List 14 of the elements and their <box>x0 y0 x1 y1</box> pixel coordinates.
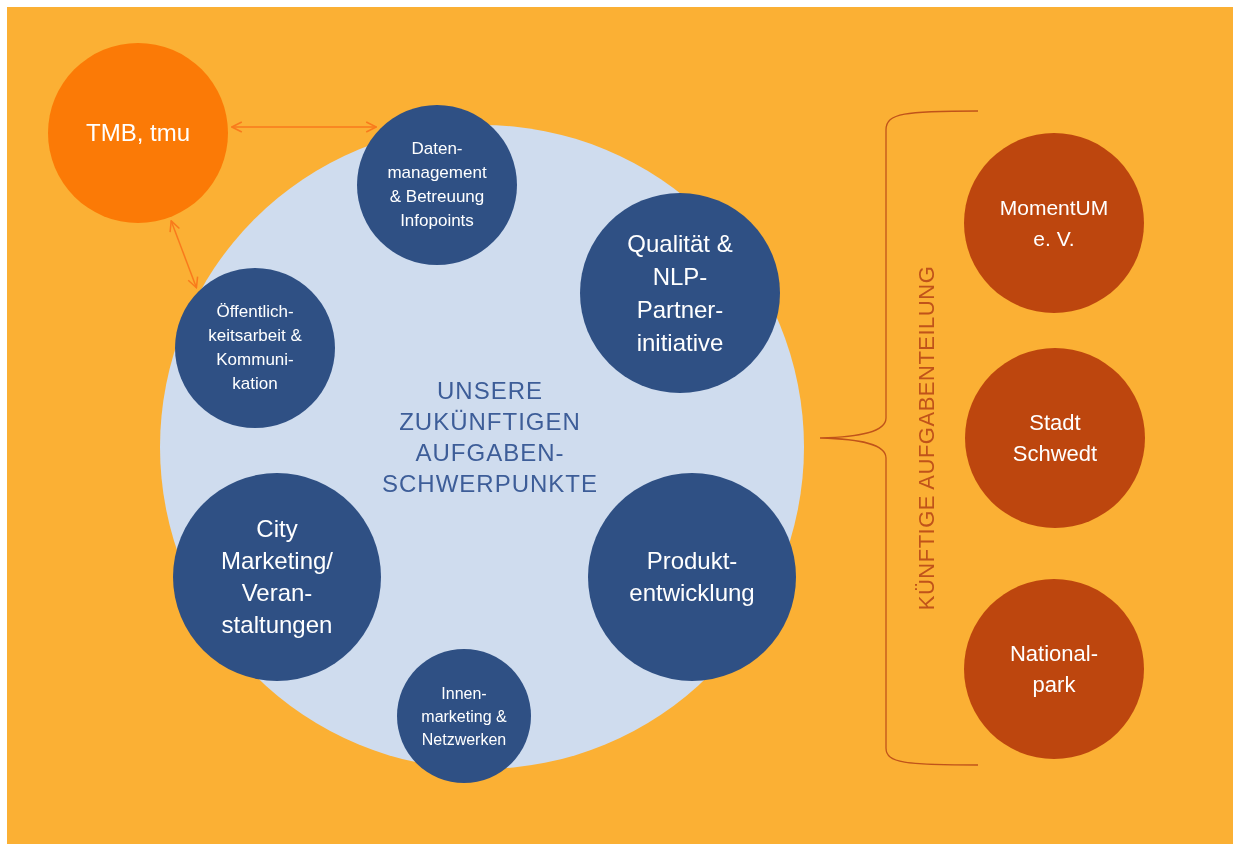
circle-label: Öffentlich- keitsarbeit & Kommuni- kation <box>207 301 303 395</box>
circle-label: Innen- marketing & Netzwerken <box>420 683 508 750</box>
circle-label: Stadt Schwedt <box>1011 409 1099 468</box>
circle-label: TMB, tmu <box>85 118 191 148</box>
circle-label: Qualität & NLP- Partner- initiative <box>626 229 734 358</box>
circle-label: City Marketing/ Veran- staltungen <box>219 514 334 640</box>
circle-label: MomentUM e. V. <box>998 195 1110 252</box>
vertical-label: KÜNFTIGE AUFGABENTEILUNG <box>914 265 940 611</box>
circle-label: National- park <box>1008 640 1099 699</box>
circle-label: Daten- management & Betreuung Infopoints <box>386 138 488 232</box>
double-arrow <box>231 121 377 133</box>
double-arrow <box>169 220 199 289</box>
circle-label: UNSERE ZUKÜNFTIGEN AUFGABEN- SCHWERPUNKTE <box>381 376 599 499</box>
circle-label: Produkt- entwicklung <box>628 546 756 608</box>
